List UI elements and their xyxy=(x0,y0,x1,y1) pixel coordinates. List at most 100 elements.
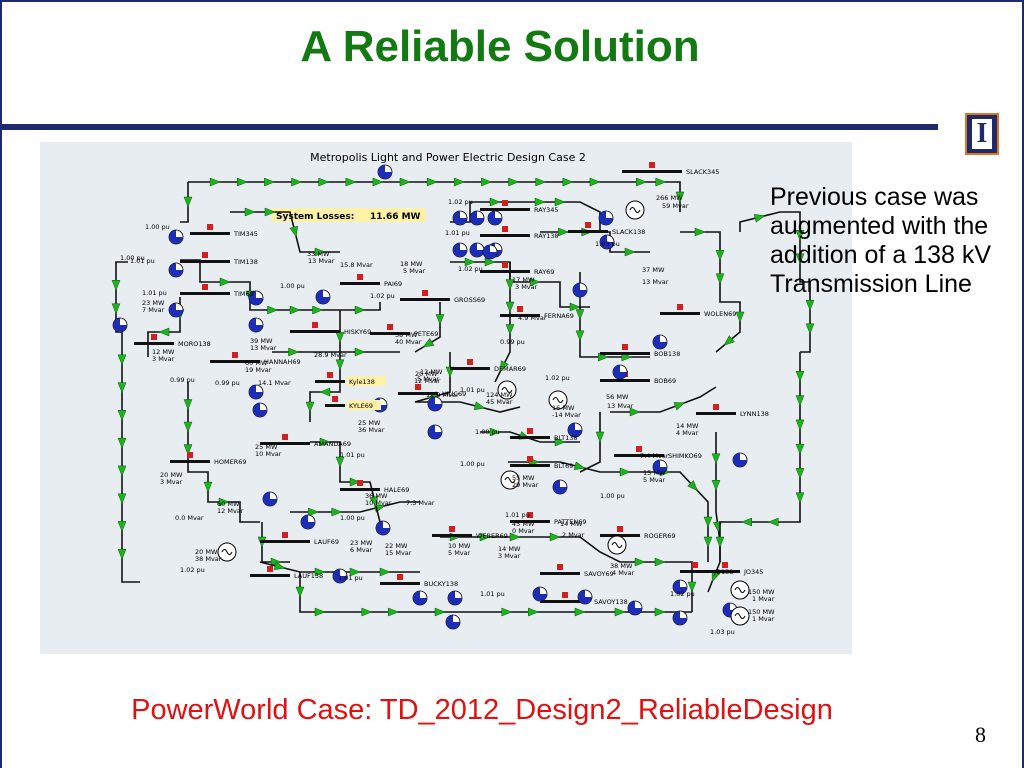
breaker-hannah69 xyxy=(232,352,238,358)
flow-value: 1.01 pu xyxy=(445,229,470,237)
breaker-gross69 xyxy=(422,290,428,296)
flow-arrow xyxy=(795,468,805,480)
bus-label-patten69: PATTEN69 xyxy=(554,518,587,526)
flow-value: 14 MW xyxy=(560,520,583,528)
footer-case-name: PowerWorld Case: TD_2012_Design2_Reliabl… xyxy=(131,694,833,726)
losses-label: System Losses: xyxy=(276,212,354,222)
flow-value: 5 Mvar xyxy=(403,267,426,275)
flow-value: 1.01 pu xyxy=(505,511,530,519)
flow-arrow xyxy=(117,521,127,533)
flow-arrow xyxy=(335,359,345,371)
flow-value: 5 Mvar xyxy=(448,549,471,557)
flow-arrow xyxy=(741,517,752,527)
flow-arrow xyxy=(715,250,725,261)
bus-label-gross69: GROSS69 xyxy=(454,296,485,304)
flow-arrow xyxy=(117,437,127,449)
line-segment-8 xyxy=(450,201,601,232)
flow-arrow xyxy=(574,607,586,617)
bus-label-bob69: BOB69 xyxy=(654,377,676,385)
load-pie-fill xyxy=(483,245,497,259)
flow-value: 0.99 pu xyxy=(500,338,525,346)
breaker-pete69 xyxy=(387,324,393,330)
bus-label-ray345: RAY345 xyxy=(534,206,559,214)
bus-label-tim138: TIM138 xyxy=(233,258,258,266)
breaker-kyle69 xyxy=(332,396,338,402)
bus-label-homer69: HOMER69 xyxy=(214,458,247,466)
flow-value: 14 MW xyxy=(498,545,521,553)
flow-arrow xyxy=(305,401,315,413)
flow-arrow xyxy=(795,230,805,241)
flow-value: 4 Mvar xyxy=(612,569,635,577)
logo-panel: I xyxy=(972,119,992,149)
breaker-blt69 xyxy=(527,456,533,462)
bus-bar-bob69 xyxy=(600,379,650,382)
flow-value: 17 MW xyxy=(512,276,535,284)
breaker-patten69 xyxy=(527,512,533,518)
diagram-canvas: Metropolis Light and Power Electric Desi… xyxy=(111,151,815,636)
flow-arrow xyxy=(715,536,725,548)
flow-arrow xyxy=(489,427,501,437)
bus-label-tim69: TIM69 xyxy=(233,290,254,298)
flow-value: 29 Mvar xyxy=(512,481,539,489)
flow-value: 7 Mvar xyxy=(142,306,165,314)
flow-value: 10 Mvar xyxy=(255,450,282,458)
bus-bar-jo138 xyxy=(680,570,710,573)
flow-value: 19 Mvar xyxy=(245,366,272,374)
breaker-ray69 xyxy=(502,262,508,268)
load-pie-fill xyxy=(378,165,392,179)
flow-value: 1.00 pu xyxy=(460,460,485,468)
flow-value: 0.99 pu xyxy=(215,379,240,387)
bus-label-pete69: PETE69 xyxy=(414,330,438,338)
flow-value: 13 Mvar xyxy=(607,402,634,410)
flow-value: 25 MW xyxy=(358,419,381,427)
flow-arrow xyxy=(117,382,127,394)
flow-arrow xyxy=(711,480,721,491)
breaker-bucky138 xyxy=(397,574,403,580)
flow-value: 15 Mvar xyxy=(385,549,412,557)
flow-value: 12 MW xyxy=(420,368,443,376)
flow-value: 23 MW xyxy=(350,539,373,547)
flow-arrow xyxy=(264,207,276,217)
flow-value: 3 Mvar xyxy=(498,552,521,560)
flow-arrow xyxy=(288,347,300,357)
flow-arrow xyxy=(183,399,193,411)
flow-value: 7.3 Mvar xyxy=(406,499,435,507)
bus-bar-hale69 xyxy=(340,488,380,491)
generator-wave-3 xyxy=(611,542,623,548)
breaker-uiuc69 xyxy=(415,384,421,390)
flow-value: 1 Mvar xyxy=(752,615,775,623)
flow-arrow xyxy=(589,177,601,187)
bus-bar-tim69 xyxy=(180,292,230,295)
bus-bar-slack138 xyxy=(568,230,608,233)
bus-bar-roger69 xyxy=(600,534,640,537)
flow-arrow xyxy=(712,521,722,533)
breaker-bob138 xyxy=(622,344,628,350)
flow-value: 15 MW xyxy=(643,469,666,477)
flow-arrow xyxy=(183,421,193,433)
bus-highlight-kyle138 xyxy=(347,376,386,386)
flow-value: 55 MW xyxy=(512,474,535,482)
flow-arrow xyxy=(479,532,491,542)
flow-value: 3 Mvar xyxy=(160,478,183,486)
load-pie-fill xyxy=(488,211,502,225)
bus-bar-pai69 xyxy=(340,282,380,285)
breaker-moro138 xyxy=(151,334,157,340)
flow-value: 3 Mvar xyxy=(152,355,175,363)
bus-label-savoy138: SAVOY138 xyxy=(594,598,628,606)
flow-arrow xyxy=(314,247,326,257)
flow-arrow xyxy=(183,444,193,456)
flow-arrow xyxy=(554,197,566,207)
flow-value: 36 MW xyxy=(365,492,388,500)
bus-label-blt138: BLT138 xyxy=(554,434,578,442)
flow-arrow xyxy=(308,507,319,517)
flow-arrow xyxy=(509,532,521,542)
line-segment-2 xyxy=(115,261,140,583)
flow-value: 0 Mvar xyxy=(512,527,535,535)
flow-arrow xyxy=(687,480,698,492)
flow-arrow xyxy=(575,330,585,342)
bus-bar-gross69 xyxy=(400,298,450,301)
flow-value: 37 MW xyxy=(642,266,665,274)
breaker-ferna69 xyxy=(517,306,523,312)
line-segment-12 xyxy=(579,412,601,473)
flow-value: 13 Mvar xyxy=(308,257,335,265)
